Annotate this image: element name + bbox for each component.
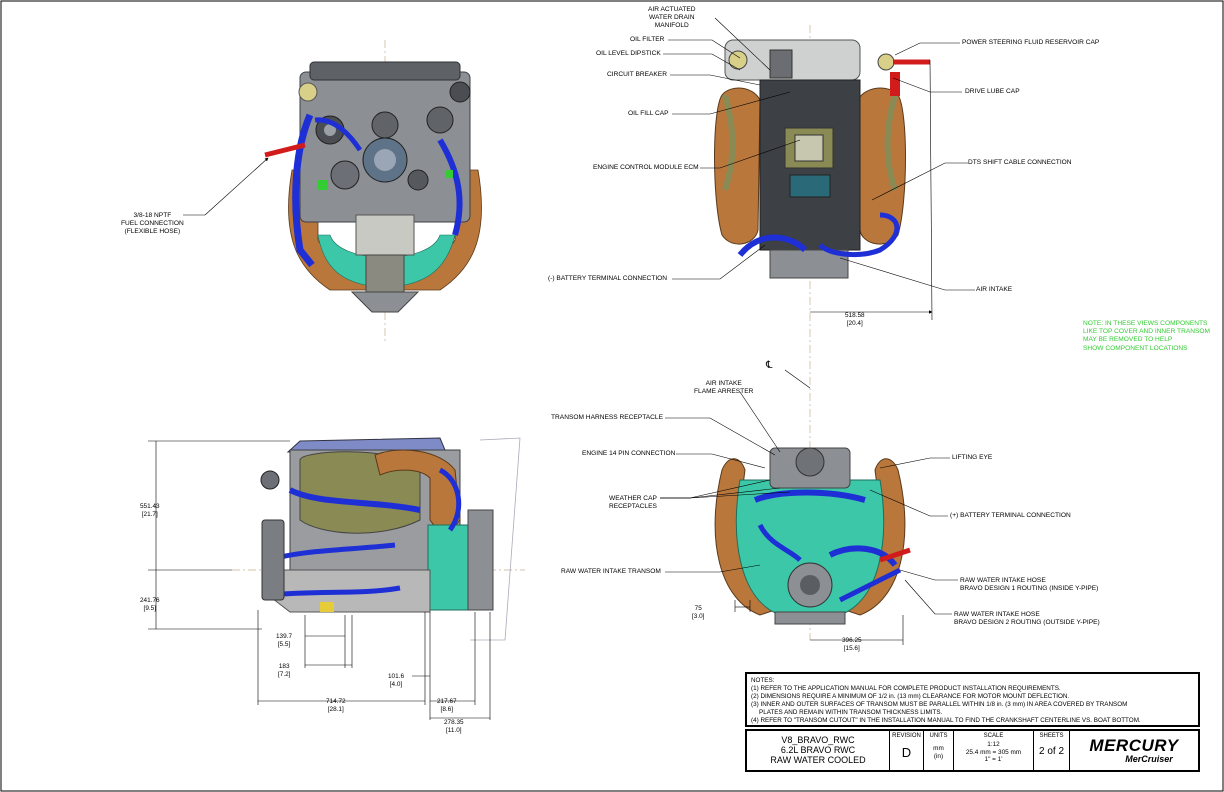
sheets-label: SHEETS <box>1039 733 1064 739</box>
rear-view-engine <box>714 345 911 640</box>
note-3-continued: PLATES AND REMAIN WITHIN TRANSOM THICKNE… <box>759 708 943 716</box>
battery-negative-label: (-) BATTERY TERMINAL CONNECTION <box>548 275 668 282</box>
fuel-connection-label: 3/8-18 NPTF FUEL CONNECTION (FLEXIBLE HO… <box>121 212 184 235</box>
revision-label: REVISION <box>892 733 921 739</box>
mercury-logo: MERCURY MerCruiser <box>1070 731 1198 770</box>
dimension-278: 278.35 [11.0] <box>444 719 464 734</box>
rear-view-leaders <box>660 391 958 645</box>
air-actuated-drain-label: AIR ACTUATED WATER DRAIN MANIFOLD <box>648 6 696 29</box>
oil-fill-cap-label: OIL FILL CAP <box>628 110 669 117</box>
transom-harness-label: TRANSOM HARNESS RECEPTACLE <box>551 414 663 421</box>
dimension-139: 139.7 [5.5] <box>276 633 292 648</box>
title-engine: 6.2L BRAVO RWC <box>780 745 856 755</box>
air-intake-top-label: AIR INTAKE <box>976 286 1013 293</box>
dimension-518: 518.58 [20.4] <box>845 312 865 327</box>
logo-mercruiser: MerCruiser <box>1125 754 1173 764</box>
title-cooling: RAW WATER COOLED <box>770 755 866 765</box>
component-removal-note: NOTE: IN THESE VIEWS COMPONENTS LIKE TOP… <box>1083 320 1211 352</box>
revision-value: D <box>901 745 912 760</box>
ecm-label: ENGINE CONTROL MODULE ECM <box>593 164 699 171</box>
notes-box: NOTES: (1) REFER TO THE APPLICATION MANU… <box>745 672 1200 727</box>
weather-cap-receptacles-label: WEATHER CAP RECEPTACLES <box>609 495 657 510</box>
raw-water-hose-design2-label: RAW WATER INTAKE HOSE BRAVO DESIGN 2 ROU… <box>954 611 1100 626</box>
notes-heading: NOTES: <box>751 677 775 684</box>
engine-14-pin-label: ENGINE 14 PIN CONNECTION <box>582 450 676 457</box>
dimension-217: 217.67 [8.6] <box>437 698 457 713</box>
title-block-sheets: SHEETS 2 of 2 <box>1034 731 1070 770</box>
title-block: V8_BRAVO_RWC 6.2L BRAVO RWC RAW WATER CO… <box>745 729 1200 772</box>
oil-filter-label: OIL FILTER <box>630 36 665 43</box>
circuit-breaker-label: CIRCUIT BREAKER <box>607 71 667 78</box>
battery-positive-label: (+) BATTERY TERMINAL CONNECTION <box>950 512 1071 519</box>
top-view-engine <box>714 25 930 345</box>
lifting-eye-label: LIFTING EYE <box>952 454 993 461</box>
note-4: (4) REFER TO "TRANSOM CUTOUT" IN THE INS… <box>751 716 1141 724</box>
logo-mercury: MERCURY <box>1089 736 1179 755</box>
dimension-101: 101.6 [4.0] <box>388 673 404 688</box>
scale-label: SCALE <box>983 733 1004 739</box>
dimension-551: 551.43 [21.7] <box>140 503 160 518</box>
dimension-183: 183 [7.2] <box>278 663 291 678</box>
title-block-description: V8_BRAVO_RWC 6.2L BRAVO RWC RAW WATER CO… <box>747 731 890 770</box>
sheets-value: 2 of 2 <box>1038 746 1065 757</box>
title-block-scale: SCALE 1:12 25.4 mm = 305 mm 1" = 1' <box>954 731 1034 770</box>
dimension-714: 714.72 [28.1] <box>326 698 346 713</box>
note-2: (2) DIMENSIONS REQUIRE A MINIMUM OF 1/2 … <box>751 692 1070 700</box>
note-3: (3) INNER AND OUTER SURFACES OF TRANSOM … <box>751 700 1128 708</box>
front-view-engine <box>264 40 482 342</box>
side-view-engine <box>232 437 525 641</box>
dimension-241: 241.76 [9.5] <box>140 597 160 612</box>
raw-water-transom-label: RAW WATER INTAKE TRANSOM <box>561 568 661 575</box>
note-1: (1) REFER TO THE APPLICATION MANUAL FOR … <box>751 684 1061 692</box>
power-steering-cap-label: POWER STEERING FLUID RESERVOIR CAP <box>962 39 1100 46</box>
dts-shift-cable-label: DTS SHIFT CABLE CONNECTION <box>968 159 1072 166</box>
dimension-396: 396.25 [15.6] <box>842 637 862 652</box>
units-label: UNITS <box>929 733 948 739</box>
oil-dipstick-label: OIL LEVEL DIPSTICK <box>596 50 661 57</box>
scale-value: 1:12 25.4 mm = 305 mm 1" = 1' <box>965 741 1022 764</box>
dimension-75: 75 [3.0] <box>692 605 705 620</box>
air-intake-flame-arrester-label: AIR INTAKE FLAME ARRESTER <box>694 380 754 395</box>
title-block-revision: REVISION D <box>890 731 924 770</box>
side-view-dimensions <box>148 440 491 720</box>
title-model: V8_BRAVO_RWC <box>781 735 855 745</box>
raw-water-hose-design1-label: RAW WATER INTAKE HOSE BRAVO DESIGN 1 ROU… <box>960 577 1099 592</box>
units-value: mm (in) <box>933 745 944 760</box>
drive-lube-cap-label: DRIVE LUBE CAP <box>965 88 1020 95</box>
title-block-units: UNITS mm (in) <box>924 731 954 770</box>
centerline-symbol: ℄ <box>766 360 773 371</box>
